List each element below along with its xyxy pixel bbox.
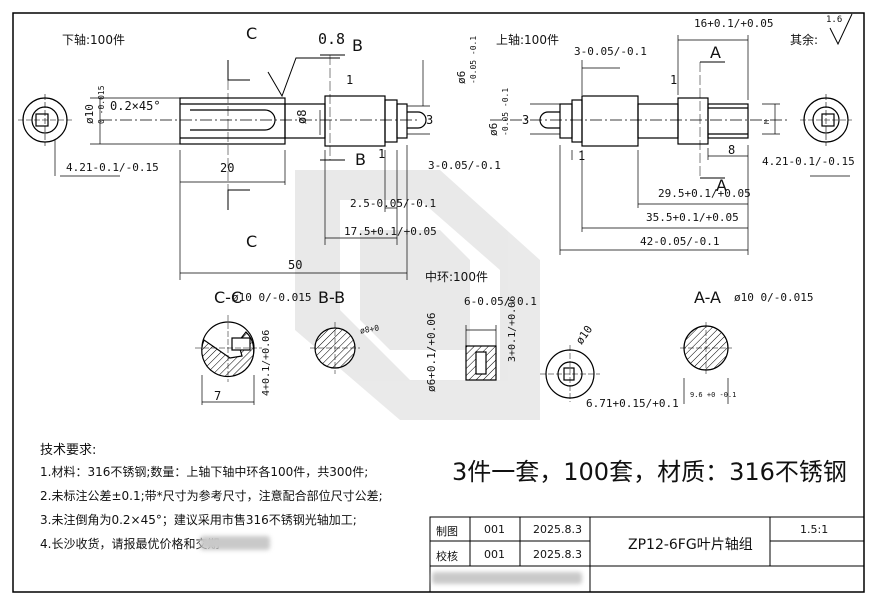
lower-end-view — [18, 94, 72, 146]
dim-m-label: M — [763, 119, 771, 124]
tb-draw-no: 001 — [484, 523, 505, 536]
dim-dia6-top: ø6 — [455, 70, 468, 84]
middle-ring-title: 中环:100件 — [425, 270, 488, 284]
dim-cc-dia10: ø10 0/-0.015 — [232, 291, 312, 304]
redacted-contact — [200, 536, 270, 550]
dim-aa-dia10: ø10 0/-0.015 — [734, 291, 814, 304]
tb-check-date: 2025.8.3 — [533, 548, 582, 561]
section-b-bottom-label: B — [355, 150, 366, 169]
dim-one-d: 1 — [578, 149, 586, 163]
others-finish-label: 其余: — [790, 33, 819, 47]
section-ring — [465, 325, 600, 402]
section-aa — [680, 322, 732, 404]
section-b-top-label: B — [352, 36, 363, 55]
section-a-bottom-label: A — [716, 176, 727, 195]
dim-ring-len6: 6-0.05/-0.1 — [464, 295, 537, 308]
dim-len2-5: 2.5-0.05/-0.1 — [350, 197, 437, 210]
notes-item-1: 1.材料：316不锈钢;数量：上轴下轴中环各100件，共300件; — [40, 465, 369, 479]
dim-len29-5: 29.5+0.1/+0.05 — [658, 187, 751, 200]
watermark-logo — [295, 170, 540, 420]
cut-lines-upper — [699, 13, 853, 179]
notes-item-3: 3.未注倒角为0.2×45°；建议采用市售316不锈钢光轴加工; — [40, 513, 357, 527]
dim-len421-right: 4.21-0.1/-0.15 — [762, 155, 855, 168]
others-finish-value: 1.6 — [826, 15, 843, 25]
dim-len421-left: 4.21-0.1/-0.15 — [66, 161, 159, 174]
dim-cc-len7: 7 — [214, 389, 222, 403]
dim-cc-len4: 4+0.1/+0.06 — [261, 329, 272, 396]
dim-three-b: 3 — [522, 113, 530, 127]
section-cc-label: C-C — [214, 288, 243, 307]
dim-three-tol-upper: 3-0.05/-0.1 — [574, 45, 647, 58]
dim-one-a: 1 — [346, 73, 354, 87]
upper-dims — [530, 35, 850, 255]
dim-dia6-upper: ø6 — [487, 122, 500, 136]
notes-item-2: 2.未标注公差±0.1;带*尺寸为参考尺寸，注意配合部位尺寸公差; — [40, 489, 383, 503]
tb-draw-label: 制图 — [436, 525, 458, 538]
dim-one-c: 1 — [670, 73, 678, 87]
upper-end-view — [800, 94, 852, 146]
dim-aa-small: 9.6 +0 -0.1 — [690, 391, 737, 399]
tb-scale: 1.5:1 — [800, 523, 829, 536]
dim-dia6-top-tol: -0.05 -0.1 — [469, 35, 478, 84]
dim-len35-5: 35.5+0.1/+0.05 — [646, 211, 739, 224]
section-c-bottom-label: C — [246, 232, 258, 251]
section-cc — [195, 315, 262, 405]
surface-finish-mark — [267, 57, 340, 98]
title-block — [429, 516, 865, 593]
dim-len20: 20 — [220, 161, 235, 175]
dim-len8: 8 — [728, 143, 736, 157]
dim-ring-len3: 3+0.1/+0.06 — [507, 295, 518, 362]
dim-len17-5: 17.5+0.1/+0.05 — [344, 225, 437, 238]
upper-shaft-title: 上轴:100件 — [496, 33, 559, 47]
dim-len16: 16+0.1/+0.05 — [694, 17, 774, 30]
tb-check-label: 校核 — [436, 550, 458, 563]
redacted-footer — [432, 572, 582, 584]
section-c-top-label: C — [246, 24, 258, 43]
dim-dia8: ø8 — [295, 109, 309, 124]
tb-part-name: ZP12-6FG叶片轴组 — [628, 537, 753, 553]
section-a-top-label: A — [710, 43, 721, 62]
cut-lines-lower — [227, 54, 345, 210]
lower-dims — [54, 60, 430, 280]
lower-shaft-title: 下轴:100件 — [62, 33, 125, 47]
finish-mark-value: 0.8 — [318, 30, 346, 48]
dim-ring-dia6: ø6+0.1/+0.06 — [425, 312, 438, 392]
notes-heading: 技术要求: — [40, 443, 97, 458]
section-bb — [310, 322, 360, 374]
dim-len50: 50 — [288, 258, 303, 272]
tb-check-no: 001 — [484, 548, 505, 561]
dim-chamfer: 0.2×45° — [110, 99, 161, 113]
dim-dia6-upper-tol: -0.05 -0.1 — [501, 87, 510, 136]
upper-shaft-view — [490, 95, 790, 147]
section-aa-label: A-A — [694, 288, 721, 307]
dim-three-a: 3 — [426, 113, 434, 127]
lower-shaft-view — [100, 95, 427, 147]
dim-dia10-left: ø10 — [83, 104, 96, 124]
section-bb-label: B-B — [318, 288, 346, 307]
summary-text: 3件一套，100套，材质：316不锈钢 — [452, 458, 847, 486]
dim-len42: 42-0.05/-0.1 — [640, 235, 720, 248]
dim-dia10-left-tol: 0 -0.015 — [97, 85, 106, 124]
dim-three-tol-lower: 3-0.05/-0.1 — [428, 159, 501, 172]
dim-ring-len671: 6.71+0.15/+0.1 — [586, 397, 679, 410]
tb-draw-date: 2025.8.3 — [533, 523, 582, 536]
notes-item-4: 4.长沙收货，请报最优价格和交期 — [40, 537, 220, 551]
dim-one-b: 1 — [378, 147, 386, 161]
